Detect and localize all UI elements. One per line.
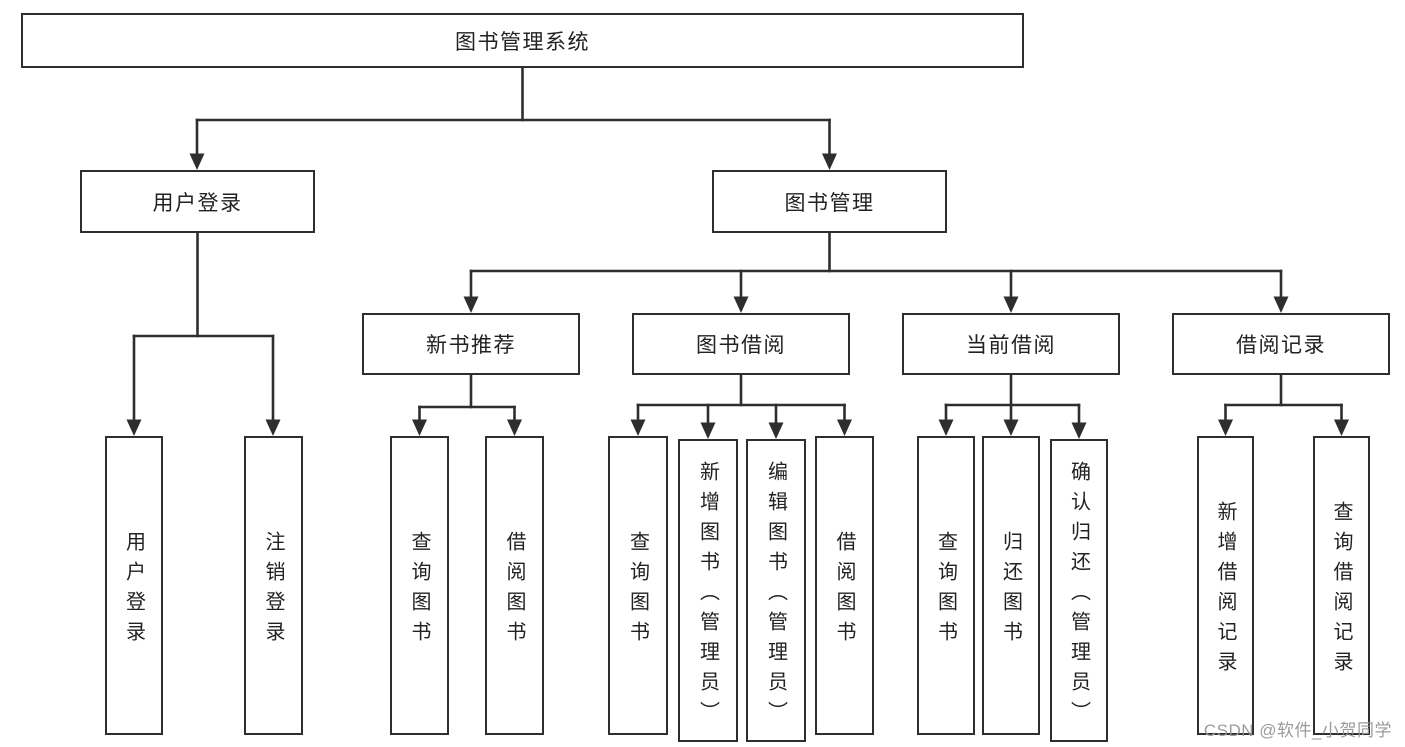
- leaf-confirm-return-admin-label: 确认归还（管理员）: [1067, 460, 1090, 731]
- leaf-add-book-admin: 新增图书（管理员）: [678, 439, 738, 742]
- connector-root-to-level2: [189, 66, 837, 170]
- leaf-add-borrow-record-label: 新增借阅记录: [1214, 500, 1236, 681]
- leaf-query-book-1: 查询图书: [390, 436, 449, 735]
- node-borrow-record-label: 借阅记录: [1236, 334, 1326, 357]
- leaf-borrow-book-2: 借阅图书: [815, 436, 874, 735]
- leaf-confirm-return-admin: 确认归还（管理员）: [1050, 439, 1108, 742]
- node-book-mgmt-label: 图书管理: [784, 191, 875, 215]
- connector-borrow-record-to-leaves: [1218, 373, 1349, 436]
- leaf-borrow-book-2-label: 借阅图书: [833, 530, 855, 651]
- node-borrow-record: 借阅记录: [1172, 313, 1390, 375]
- connector-book-borrow-to-leaves: [630, 373, 852, 439]
- connector-current-borrow-to-leaves: [938, 373, 1087, 439]
- node-current-borrow: 当前借阅: [902, 313, 1120, 375]
- leaf-add-borrow-record: 新增借阅记录: [1197, 436, 1254, 735]
- leaf-edit-book-admin-label: 编辑图书（管理员）: [764, 460, 787, 731]
- leaf-return-book: 归还图书: [982, 436, 1040, 735]
- node-current-borrow-label: 当前借阅: [966, 334, 1056, 357]
- leaf-add-book-admin-label: 新增图书（管理员）: [696, 460, 719, 731]
- leaf-return-book-label: 归还图书: [999, 530, 1022, 651]
- leaf-user-login-label: 用户登录: [122, 530, 145, 651]
- node-book-borrow-label: 图书借阅: [696, 334, 786, 357]
- node-root: 图书管理系统: [21, 13, 1024, 68]
- leaf-logout: 注销登录: [244, 436, 303, 735]
- node-user-login-label: 用户登录: [152, 191, 243, 215]
- node-user-login: 用户登录: [80, 170, 315, 233]
- node-root-label: 图书管理系统: [455, 30, 590, 54]
- leaf-query-book-1-label: 查询图书: [408, 530, 430, 651]
- leaf-query-book-3-label: 查询图书: [934, 530, 957, 651]
- leaf-edit-book-admin: 编辑图书（管理员）: [746, 439, 806, 742]
- leaf-query-book-2-label: 查询图书: [626, 530, 649, 651]
- node-book-mgmt: 图书管理: [712, 170, 947, 233]
- node-new-book-rec-label: 新书推荐: [426, 334, 516, 357]
- connector-new-book-to-leaves: [412, 373, 522, 436]
- node-book-borrow: 图书借阅: [632, 313, 850, 375]
- leaf-borrow-book-1-label: 借阅图书: [503, 530, 525, 651]
- leaf-query-book-2: 查询图书: [608, 436, 668, 735]
- leaf-query-borrow-record: 查询借阅记录: [1313, 436, 1370, 735]
- connector-user-login-to-leaves: [126, 231, 281, 436]
- connector-book-mgmt-to-level3: [463, 231, 1289, 313]
- leaf-borrow-book-1: 借阅图书: [485, 436, 544, 735]
- csdn-watermark: CSDN @软件_小贺同学: [1203, 721, 1392, 740]
- leaf-query-book-3: 查询图书: [917, 436, 975, 735]
- leaf-logout-label: 注销登录: [262, 530, 284, 651]
- node-new-book-rec: 新书推荐: [362, 313, 580, 375]
- leaf-query-borrow-record-label: 查询借阅记录: [1330, 500, 1352, 681]
- leaf-user-login: 用户登录: [105, 436, 163, 735]
